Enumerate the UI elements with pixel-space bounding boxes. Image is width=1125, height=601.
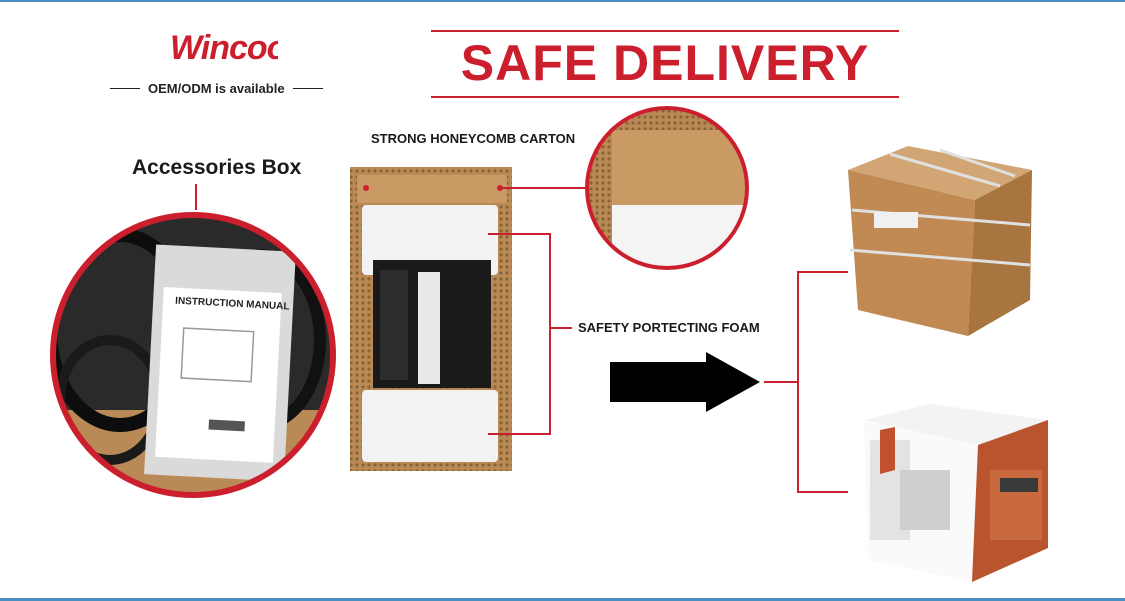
title-rule-bottom [431, 96, 899, 98]
tagline-dash-left [110, 87, 140, 89]
honeycomb-carton-label: STRONG HONEYCOMB CARTON [371, 131, 576, 146]
tagline-dash-right [292, 87, 323, 89]
carton-zoom-photo [585, 106, 749, 270]
bottom-rule [0, 598, 1125, 601]
wincoo-logo-icon: Wincoo [170, 29, 288, 67]
packages-bracket [797, 271, 848, 493]
arrow-right-icon [610, 352, 760, 412]
brand-logo: Wincoo [168, 26, 288, 67]
top-rule [0, 0, 1125, 2]
retail-box-photo [864, 404, 1048, 582]
page-title: SAFE DELIVERY [460, 35, 870, 91]
protecting-foam-label: SAFETY PORTECTING FOAM [578, 320, 760, 335]
svg-text:Wincoo: Wincoo [170, 29, 278, 66]
foam-bracket [488, 233, 551, 435]
oem-tagline: OEM/ODM is available [110, 78, 338, 98]
title-rule-top [431, 30, 899, 32]
tagline-text: OEM/ODM is available [148, 80, 285, 96]
accessories-box-label: Accessories Box [132, 156, 302, 179]
shipping-carton-photo [848, 146, 1032, 336]
honeycomb-carton-photo [350, 167, 512, 471]
accessories-box-photo: INSTRUCTION MANUAL [50, 212, 336, 498]
